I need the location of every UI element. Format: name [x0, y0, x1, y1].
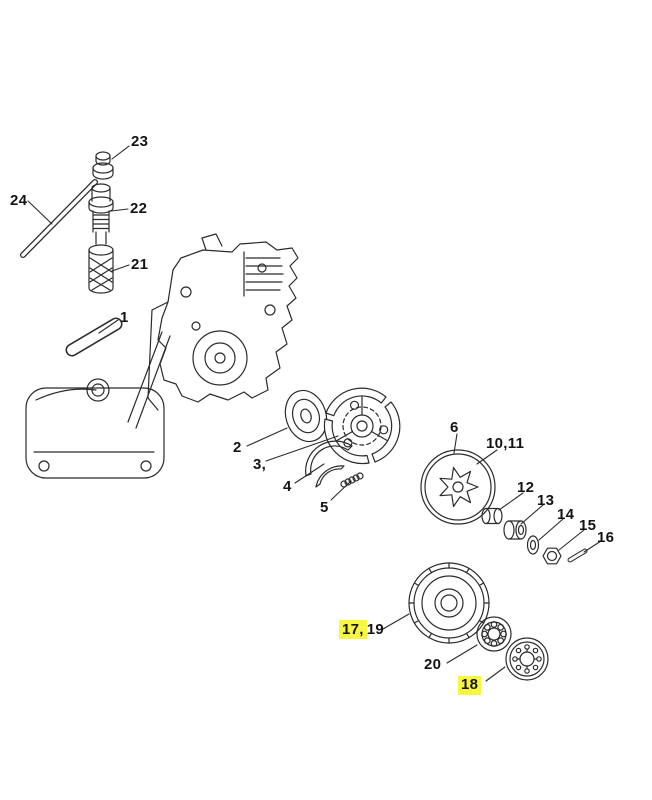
- crankcase-body: [127, 233, 299, 429]
- part-label-6[interactable]: 6: [450, 419, 459, 436]
- part-12-needle-cage: [481, 507, 503, 525]
- part-label-3[interactable]: 3,: [253, 456, 267, 473]
- part-15-hex-nut: [542, 547, 562, 565]
- part-22-pump-body: [88, 183, 114, 245]
- part-label-21[interactable]: 21: [131, 256, 149, 273]
- part-label-13[interactable]: 13: [537, 492, 555, 509]
- part-label-18[interactable]: 18: [458, 676, 482, 695]
- part-1-pin: [65, 317, 123, 357]
- part-label-1[interactable]: 1: [120, 309, 129, 326]
- part-13-bushing: [503, 520, 527, 540]
- part-label-19-plain: 19: [366, 621, 385, 638]
- part-4-clutch-shoes: [305, 440, 353, 488]
- part-24-suction-hose: [20, 179, 98, 258]
- part-label-16[interactable]: 16: [597, 529, 615, 546]
- part-label-10-11[interactable]: 10,11: [486, 435, 525, 452]
- part-label-15[interactable]: 15: [579, 517, 597, 534]
- part-23-grommet: [92, 151, 114, 180]
- part-5-spring: [340, 472, 364, 488]
- part-label-20[interactable]: 20: [424, 656, 442, 673]
- part-label-5[interactable]: 5: [320, 499, 329, 516]
- part-18-washer-plate: [505, 637, 549, 681]
- part-label-14[interactable]: 14: [557, 506, 575, 523]
- part-2-washer: [284, 389, 328, 443]
- part-label-4[interactable]: 4: [283, 478, 292, 495]
- leader-lines: [27, 145, 602, 682]
- part-17-19-rim-sprocket-drum: [408, 562, 490, 644]
- part-6-clutch-drum: [420, 449, 496, 525]
- part-label-23[interactable]: 23: [131, 133, 149, 150]
- part-label-17-highlighted: 17,: [339, 620, 367, 639]
- part-label-24[interactable]: 24: [10, 192, 28, 209]
- part-14-washer: [526, 535, 540, 555]
- part-16-pin: [567, 548, 588, 563]
- part-label-22[interactable]: 22: [130, 200, 148, 217]
- part-20-bearing: [476, 616, 512, 652]
- fuel-tank-housing: [25, 378, 165, 479]
- part-label-2[interactable]: 2: [233, 439, 242, 456]
- part-label-12[interactable]: 12: [517, 479, 535, 496]
- part-label-17-19[interactable]: 17,19: [339, 620, 385, 639]
- part-3-clutch-assembly: [323, 387, 401, 465]
- part-21-pickup-filter: [88, 244, 114, 294]
